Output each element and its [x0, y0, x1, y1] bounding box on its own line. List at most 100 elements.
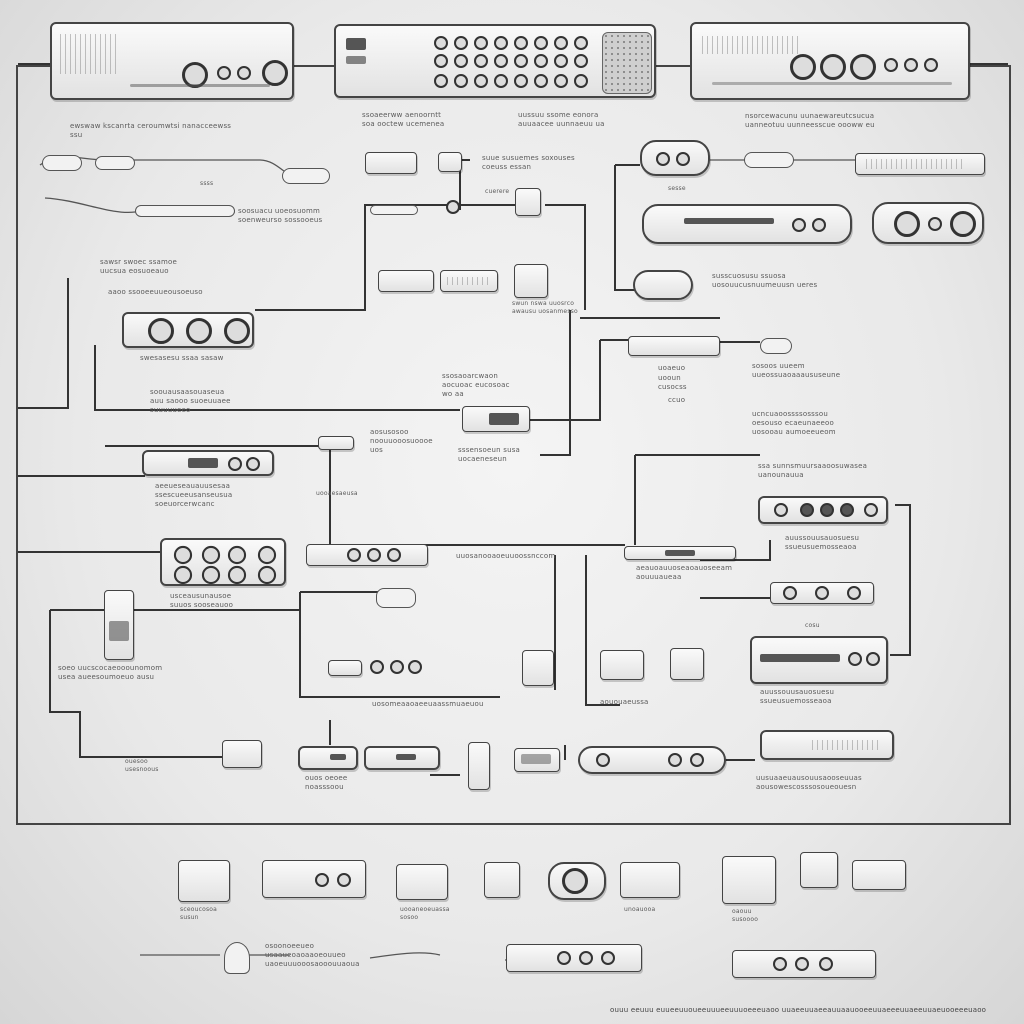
caption-right-list-2: auussouusauosuesu ssueusuemosseaoa: [760, 688, 835, 705]
outside-unit-d: [484, 862, 520, 898]
left-mini-box: [222, 740, 262, 768]
right-small-plug: [760, 338, 792, 354]
caption-r1-left2: soosuacu uoeosuomm soenweurso sossooeus: [238, 207, 323, 224]
center-jack-b: [390, 660, 404, 674]
top-right-amplifier: [690, 22, 970, 100]
caption-outside-a: sceoucosoa susun: [180, 906, 218, 921]
center-adapter: [515, 188, 541, 216]
outside-unit-h: [800, 852, 838, 888]
caption-lower-mid2: aououaeussa: [600, 698, 649, 706]
caption-outside-e: osoonoeeueo usaaueoaoaaoeouueo uaoeuuuoo…: [265, 942, 360, 968]
speaker-grille: [602, 32, 652, 94]
outside-unit-i: [852, 860, 906, 890]
caption-r1-left: ssss: [200, 180, 214, 187]
center-socket: [514, 264, 548, 298]
outside-unit-a: [178, 860, 230, 902]
center-splitter-2: [440, 270, 498, 292]
bottom-right-strip: [732, 950, 876, 978]
outside-unit-f: [620, 862, 680, 898]
tri-knob-module: [122, 312, 254, 348]
caption-center-small2: sssensoeun susa uocaeneseun: [458, 446, 521, 463]
caption-lower-left: soeo uucscocaeooounomom usea aueesoumoeu…: [58, 664, 163, 681]
center-connector-row: [328, 660, 362, 676]
top-left-receiver: [50, 22, 294, 100]
caption-right-list: ucncuaoossssosssou oesouso ecaeunaeeoo u…: [752, 410, 836, 436]
caption-bottom-row-c: uusuaaeuausouusaooseuuas aousowescosssos…: [756, 774, 862, 791]
left-cable-plug: [42, 155, 82, 171]
center-plug: [370, 205, 418, 215]
caption-r1-mid2: cuerere: [485, 188, 510, 195]
caption-r1-mid: suue susuemes soxouses coeuss essan: [482, 154, 575, 171]
caption-top-mid-a: ssoaeerww aenoorntt soa ooctew ucemenea: [362, 111, 445, 128]
caption-right-mid-a: uoaeuo: [658, 364, 686, 372]
right-cable-head: [744, 152, 794, 168]
center-jack-c: [408, 660, 422, 674]
caption-right-mid-c: ccuo: [668, 396, 686, 404]
caption-right-row2: cosu: [805, 622, 820, 629]
caption-right-mid-b: uooun cusocss: [658, 374, 687, 391]
caption-knob-grid: usceausunausoe suuos sooseauoo: [170, 592, 234, 609]
center-jack: [446, 200, 460, 214]
right-connector-box: [628, 336, 720, 356]
caption-left-mid: soouausaasouaseua auu saooo suoeuuaee su…: [150, 388, 231, 414]
caption-outside-c: unoauooa: [624, 906, 656, 913]
left-adapter: [282, 168, 330, 184]
right-jack-strip: [770, 582, 874, 604]
caption-r2-right: susscuosusu ssuosa uosouucusnuumeuusn ue…: [712, 272, 818, 289]
caption-r1-right: sesse: [668, 185, 686, 192]
caption-top-left: ewswaw kscanrta ceroumwtsi nanacceewss s…: [70, 122, 232, 139]
caption-right-row: auussouusauosuesu ssueusuemosseaoa: [785, 534, 860, 551]
caption-outside-d: oaouu susoooo: [732, 908, 759, 923]
center-switch-strip: [306, 544, 428, 566]
center-mini-display: [522, 650, 554, 686]
caption-r2-mid-left: swun nswa uuosrco awausu uosanmesso: [512, 300, 578, 315]
center-splitter: [378, 270, 434, 292]
center-jack-a: [370, 660, 384, 674]
left-dvd-player: [142, 450, 274, 476]
center-small-box-2: [438, 152, 462, 172]
right-speaker-unit: [872, 202, 984, 244]
small-monitor-a: [600, 650, 644, 680]
inline-connector: [135, 205, 235, 217]
caption-bottom-row-a: ouesoo usesnoous: [125, 758, 159, 773]
caption-mid-label: ssosaoarcwaon aocuoac eucosoac wo aa: [442, 372, 510, 398]
caption-left-header2: aaoo ssooeeuueousoeuso: [108, 288, 203, 296]
caption-bottom-row-b: ouos oeoee noasssoou: [305, 774, 348, 791]
right-strip-unit: [855, 153, 985, 175]
bottom-set-top-box-a: [298, 746, 358, 770]
caption-mid-row: uuosanooaoeuuoossnccom: [456, 552, 556, 560]
bottom-display-box: [514, 748, 560, 772]
center-box-module: [462, 406, 530, 432]
right-vcr-unit: [642, 204, 852, 244]
caption-left-block: aeeueseauauusesaa ssescueeusanseusua soe…: [155, 482, 233, 508]
caption-right-block: ssa sunnsmuursaaoosuwasea uanounauua: [758, 462, 868, 479]
caption-right-mid-d: sosoos uueem uueossuaoaaaususeune: [752, 362, 841, 379]
right-tray-unit: [624, 546, 736, 560]
outside-unit-g: [722, 856, 776, 904]
small-monitor-b: [670, 648, 704, 680]
left-cable-plug-2: [95, 156, 135, 170]
right-jack-panel: [758, 496, 888, 524]
bottom-socket-stack: [468, 742, 490, 790]
caption-left-header: sawsr swoec ssamoe uucsua eosuoeauo: [100, 258, 178, 275]
bottom-center-strip: [506, 944, 642, 972]
caption-center-small: aosusosoo noouuooosuoooe uos: [370, 428, 433, 454]
caption-outside-b: uooaneoeuassa sosoo: [400, 906, 450, 921]
top-center-control-panel: [334, 24, 656, 98]
outside-unit-e: [548, 862, 606, 900]
bottom-receiver: [578, 746, 726, 774]
right-cassette-deck: [750, 636, 888, 684]
caption-lower-mid: uosomeaaoaeeuaassmuaeuou: [372, 700, 484, 708]
bottom-set-top-box-b: [364, 746, 440, 770]
bottom-right-tuner: [760, 730, 894, 760]
caption-panel: aeauoauuoseaoauoseeam aouuuaueaa: [636, 564, 733, 581]
caption-strip: uooaesaeusa: [316, 490, 358, 497]
outside-unit-b: [262, 860, 366, 898]
outside-unit-c: [396, 864, 448, 900]
tall-power-unit: [104, 590, 134, 660]
caption-knob-panel: swesasesu ssaa sasaw: [140, 354, 224, 362]
center-small-box: [365, 152, 417, 174]
center-adapter-plug: [376, 588, 416, 608]
